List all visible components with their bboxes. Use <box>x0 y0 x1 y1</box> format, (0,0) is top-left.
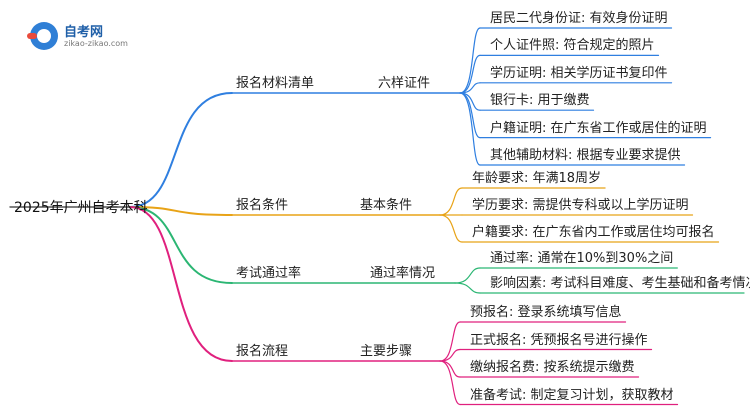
leaf-connector <box>459 54 481 94</box>
branch-connector <box>129 92 233 208</box>
leaf-label: 学历要求: 需提供专科或以上学历证明 <box>472 198 689 213</box>
branch-label: 报名条件 <box>236 198 289 213</box>
site-logo: 自考网 zikao-zikao.com <box>27 20 140 54</box>
branch-sublabel: 主要步骤 <box>360 344 413 359</box>
logo-accent-icon <box>27 33 37 39</box>
leaf-label: 缴纳报名费: 按系统提示缴费 <box>470 360 635 375</box>
branch-label: 考试通过率 <box>236 266 302 281</box>
branch-connector <box>129 206 233 216</box>
leaf-label: 通过率: 通常在10%到30%之间 <box>490 251 674 266</box>
leaf-connector <box>459 92 481 111</box>
leaf-label: 准备考试: 制定复习计划，获取教材 <box>470 387 674 403</box>
leaf-label: 正式报名: 凭预报名号进行操作 <box>470 332 648 348</box>
leaf-label: 银行卡: 用于缴费 <box>490 93 590 109</box>
root-topic: 2025年广州自考本科 <box>14 200 148 216</box>
branch-label: 报名流程 <box>236 344 289 359</box>
branch-connector <box>129 206 233 362</box>
logo-title: 自考网 <box>64 25 104 40</box>
leaf-label: 居民二代身份证: 有效身份证明 <box>490 11 668 26</box>
leaf-label: 学历证明: 相关学历证书复印件 <box>490 65 668 81</box>
branch-label: 报名材料清单 <box>236 76 315 91</box>
branch-sublabel: 通过率情况 <box>370 266 436 281</box>
leaf-connector <box>439 321 461 362</box>
leaf-label: 户籍证明: 在广东省工作或居住的证明 <box>490 120 707 136</box>
logo-subtitle: zikao-zikao.com <box>64 39 128 48</box>
leaf-label: 户籍要求: 在广东省内工作或居住均可报名 <box>472 225 715 240</box>
leaf-connector <box>459 92 481 166</box>
leaf-connector <box>459 27 481 94</box>
branch-connector <box>129 206 233 284</box>
leaf-label: 年龄要求: 年满18周岁 <box>472 171 602 186</box>
leaf-connector <box>454 282 481 294</box>
leaf-connector <box>439 187 463 216</box>
leaf-connector <box>439 360 461 406</box>
leaf-connector <box>439 348 461 362</box>
leaf-label: 预报名: 登录系统填写信息 <box>470 305 622 320</box>
leaf-connector <box>454 267 481 284</box>
leaf-label: 个人证件照: 符合规定的照片 <box>490 38 655 54</box>
leaf-connector <box>439 214 463 243</box>
branch-sublabel: 六样证件 <box>378 76 431 91</box>
leaf-label: 其他辅助材料: 根据专业要求提供 <box>490 148 681 163</box>
leaf-label: 影响因素: 考试科目难度、考生基础和备考情况 <box>490 276 750 291</box>
branch-sublabel: 基本条件 <box>360 198 413 213</box>
